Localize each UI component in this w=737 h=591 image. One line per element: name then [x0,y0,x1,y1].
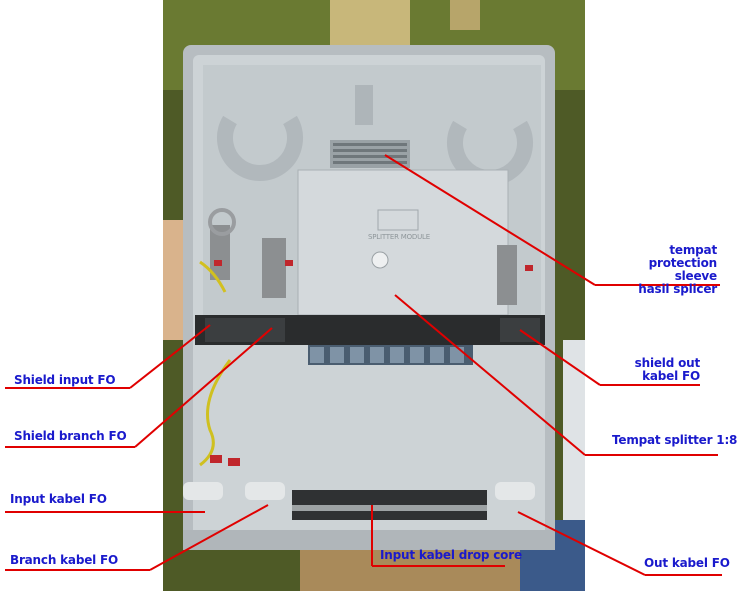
leader-shield-branch [134,327,273,448]
adapter-row [308,345,473,365]
leader-shield-input [129,324,211,389]
leader-out-kabel [517,511,646,576]
label-shield-branch: Shield branch FO [14,429,127,443]
protection-sleeve-holder [330,140,410,168]
shield-clamp-right [497,245,533,305]
leader-splitter [394,294,586,456]
splitter-plate [297,169,509,316]
leader-protection-sleeve [384,154,596,286]
label-tempat-splitter: Tempat splitter 1:8 [612,433,737,447]
shield-clamps-left [199,208,293,298]
label-branch-kabel: Branch kabel FO [10,553,119,567]
drop-core-row [292,490,487,520]
splitter-plate-text: SPLITTER MODULE [368,233,430,241]
enclosure-box [183,45,555,550]
leader-branch-kabel [149,504,269,571]
label-shield-input: Shield input FO [14,373,116,387]
label-protection-sleeve: tempat protection sleeve hasil splicer [638,243,717,296]
leader-shield-out [519,329,601,386]
label-out-kabel: Out kabel FO [644,556,730,570]
leader-lines [5,154,722,576]
label-input-kabel: Input kabel FO [10,492,107,506]
label-input-drop-core: Input kabel drop core [380,548,522,562]
bottom-cable-ports [183,482,535,500]
label-shield-out: shield out kabel FO [634,356,701,383]
